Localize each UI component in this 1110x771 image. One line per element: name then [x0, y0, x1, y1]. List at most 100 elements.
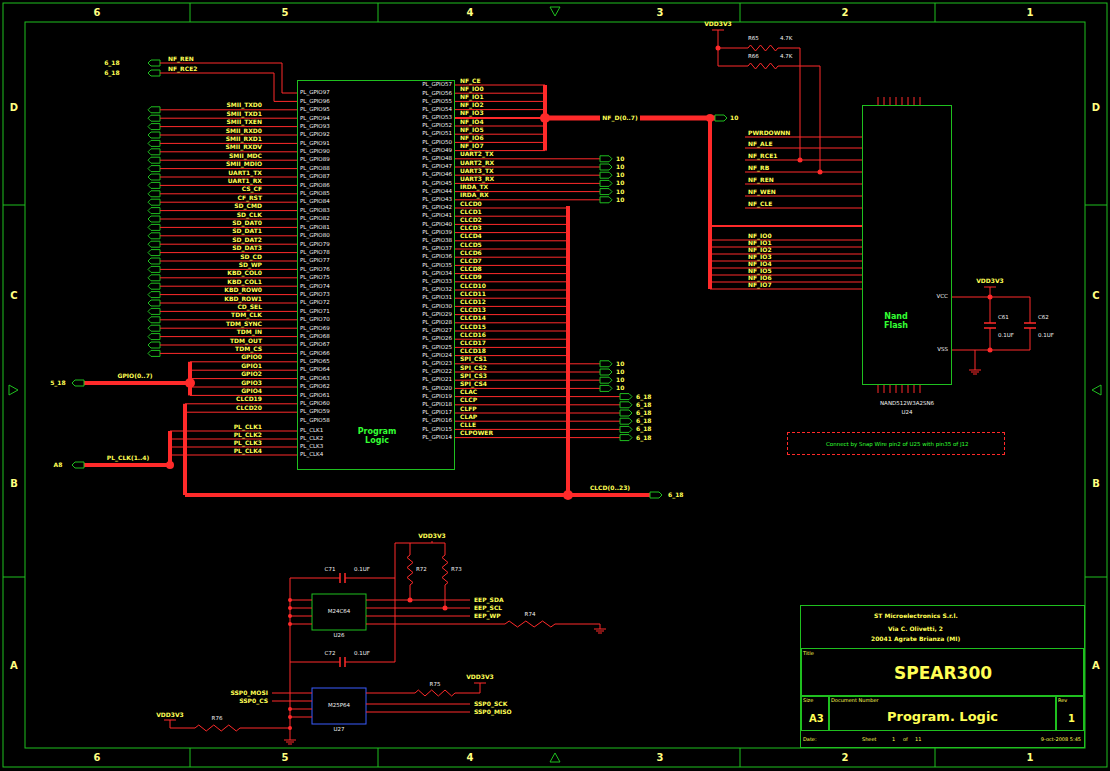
wire	[896, 97, 897, 105]
pin-name: NAND512W3A2SN6	[880, 401, 934, 407]
junction-dot	[166, 461, 174, 469]
sheet-reference: 5_18	[50, 380, 66, 386]
sheet-reference: 6_18	[104, 60, 120, 66]
ground-symbol	[596, 631, 604, 632]
net-label: SD_DAT2	[232, 237, 262, 243]
net-label: CLCD1	[460, 209, 482, 215]
frame-border	[935, 3, 936, 22]
wire	[710, 289, 862, 290]
node-text: SPEAR300	[894, 664, 992, 684]
wire	[290, 600, 312, 601]
pin-name: PL_GPIO89	[300, 157, 330, 163]
off-page-connector	[620, 410, 632, 416]
zone-marker: A	[10, 661, 18, 671]
sheet-reference: 10	[616, 172, 624, 178]
net-label: CD_SEL	[237, 304, 262, 310]
pin-name: PL_GPIO47	[422, 164, 452, 170]
net-label: UART3_RX	[460, 176, 494, 182]
off-page-connector	[600, 164, 612, 170]
pin-name: PL_GPIO65	[300, 359, 330, 365]
net-label: GPIO(0..7)	[118, 373, 153, 379]
junction-dot	[288, 622, 292, 626]
title-field: Date:	[803, 737, 817, 742]
pin-name: PL_GPIO96	[300, 99, 330, 105]
wire	[1030, 297, 1031, 323]
wire	[990, 328, 991, 350]
net-label: GPIO1	[241, 363, 262, 369]
title-block: ST Microelectronics S.r.l.Via C. Olivett…	[800, 605, 1085, 748]
net-label: CLCP	[460, 397, 477, 403]
part-label: VDD3V3	[418, 533, 446, 539]
net-label: SSP0_MOSI	[230, 690, 268, 696]
off-page-connector	[148, 174, 160, 180]
net-label: CLCD5	[460, 242, 482, 248]
wire	[896, 385, 897, 393]
wire	[290, 608, 312, 609]
frame-border	[190, 748, 191, 767]
wire	[455, 396, 620, 397]
wire	[160, 311, 297, 312]
pin-name: PL_GPIO52	[422, 123, 452, 129]
net-label: SMII_MDIO	[226, 161, 262, 167]
pin-name: PL_GPIO70	[300, 317, 330, 323]
zone-marker: B	[1092, 479, 1100, 489]
net-label: NF_IO0	[748, 233, 772, 239]
pin-name: 0.1UF	[354, 567, 370, 573]
off-page-connector	[148, 124, 160, 130]
net-label: CLAP	[460, 414, 477, 420]
title-field: 1	[892, 737, 895, 742]
wire	[884, 385, 885, 393]
title-field: Rev	[1058, 698, 1067, 703]
wire	[160, 261, 297, 262]
net-label: SMII_RXD0	[226, 128, 262, 134]
net-label: NF_RCE2	[168, 66, 197, 72]
wire	[902, 385, 903, 393]
zone-marker: 2	[842, 753, 849, 763]
pin-name: PL_GPIO54	[422, 107, 452, 113]
pin-name: R73	[451, 567, 462, 573]
chip-outline: Nand Flash	[862, 105, 952, 385]
off-page-connector	[620, 418, 632, 424]
zone-marker	[550, 7, 560, 16]
wire	[432, 541, 433, 543]
net-label: CLFP	[460, 406, 477, 412]
wire	[902, 97, 903, 105]
title-field: 11	[915, 737, 921, 742]
wire	[455, 413, 620, 414]
net-label: NF_ALE	[748, 141, 773, 147]
off-page-connector	[650, 492, 662, 498]
pin-name: PL_GPIO75	[300, 275, 330, 281]
wire	[170, 431, 297, 432]
zone-marker: 1	[1027, 753, 1034, 763]
net-label: SSP0_SCK	[474, 701, 507, 707]
pin-name: PL_GPIO77	[300, 258, 330, 264]
pin-name: 0.1UF	[354, 651, 370, 657]
net-label: NF_IO3	[460, 110, 484, 116]
wire	[395, 543, 445, 544]
wire	[480, 683, 481, 693]
junction-dot	[288, 606, 292, 610]
frame-border	[1085, 205, 1107, 206]
wire	[366, 616, 470, 617]
wire	[160, 210, 297, 211]
wire	[878, 385, 879, 393]
pin-name: PL_GPIO84	[300, 199, 330, 205]
off-page-connector	[148, 275, 160, 281]
off-page-connector	[148, 350, 160, 356]
wire	[366, 712, 470, 713]
wire	[170, 439, 297, 440]
off-page-connector	[148, 283, 160, 289]
wire	[890, 385, 891, 393]
off-page-connector	[600, 172, 612, 178]
wire	[160, 227, 297, 228]
net-label: TDM_CLK	[231, 312, 262, 318]
pin-name: PL_GPIO87	[300, 174, 330, 180]
wire	[366, 693, 415, 694]
wire	[160, 244, 297, 245]
pin-name: PL_GPIO42	[422, 205, 452, 211]
pin-name: PL_GPIO38	[422, 238, 452, 244]
net-label: SMII_TXD1	[226, 111, 262, 117]
net-label: CF_RST	[238, 195, 263, 201]
pin-name: PL_GPIO55	[422, 99, 452, 105]
net-label: GPIO2	[241, 371, 262, 377]
